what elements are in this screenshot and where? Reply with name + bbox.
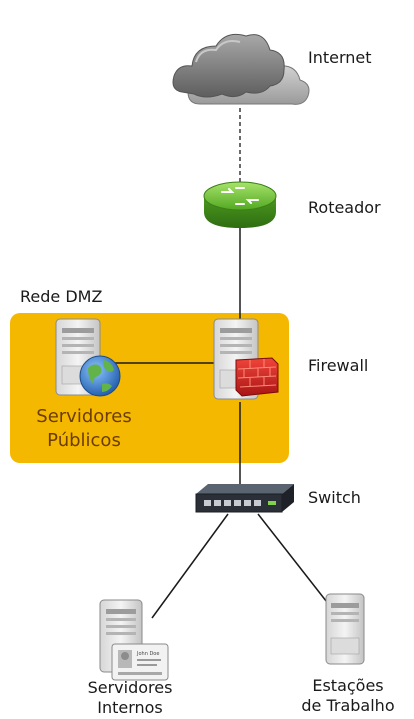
public-servers-label-line1: Servidores — [36, 406, 132, 427]
globe-icon — [79, 355, 121, 397]
router-icon — [203, 181, 277, 228]
public-servers-label: Servidores Públicos — [10, 405, 158, 453]
internal-servers-label: Servidores Internos — [60, 678, 200, 718]
cloud-icon — [172, 33, 310, 105]
workstations-label: Estações de Trabalho — [284, 676, 412, 716]
firewall-label: Firewall — [308, 356, 369, 375]
internal-servers-label-line1: Servidores — [87, 678, 173, 697]
switch-internal-link — [151, 513, 229, 619]
router-label: Roteador — [308, 198, 381, 217]
workstations-label-line1: Estações — [312, 676, 384, 695]
switch-label: Switch — [308, 488, 361, 507]
internet-label: Internet — [308, 48, 372, 67]
dmz-label: Rede DMZ — [20, 287, 103, 306]
workstations-label-line2: de Trabalho — [301, 696, 395, 715]
id-card-name: John Doe — [136, 651, 159, 657]
switch-workstation-link — [257, 513, 331, 607]
internal-servers-label-line2: Internos — [97, 698, 163, 717]
switch-icon — [195, 484, 294, 513]
workstation-icon — [325, 593, 365, 665]
public-servers-label-line2: Públicos — [47, 430, 121, 451]
brick-wall-icon — [235, 357, 279, 397]
id-card-icon: John Doe — [111, 643, 169, 681]
